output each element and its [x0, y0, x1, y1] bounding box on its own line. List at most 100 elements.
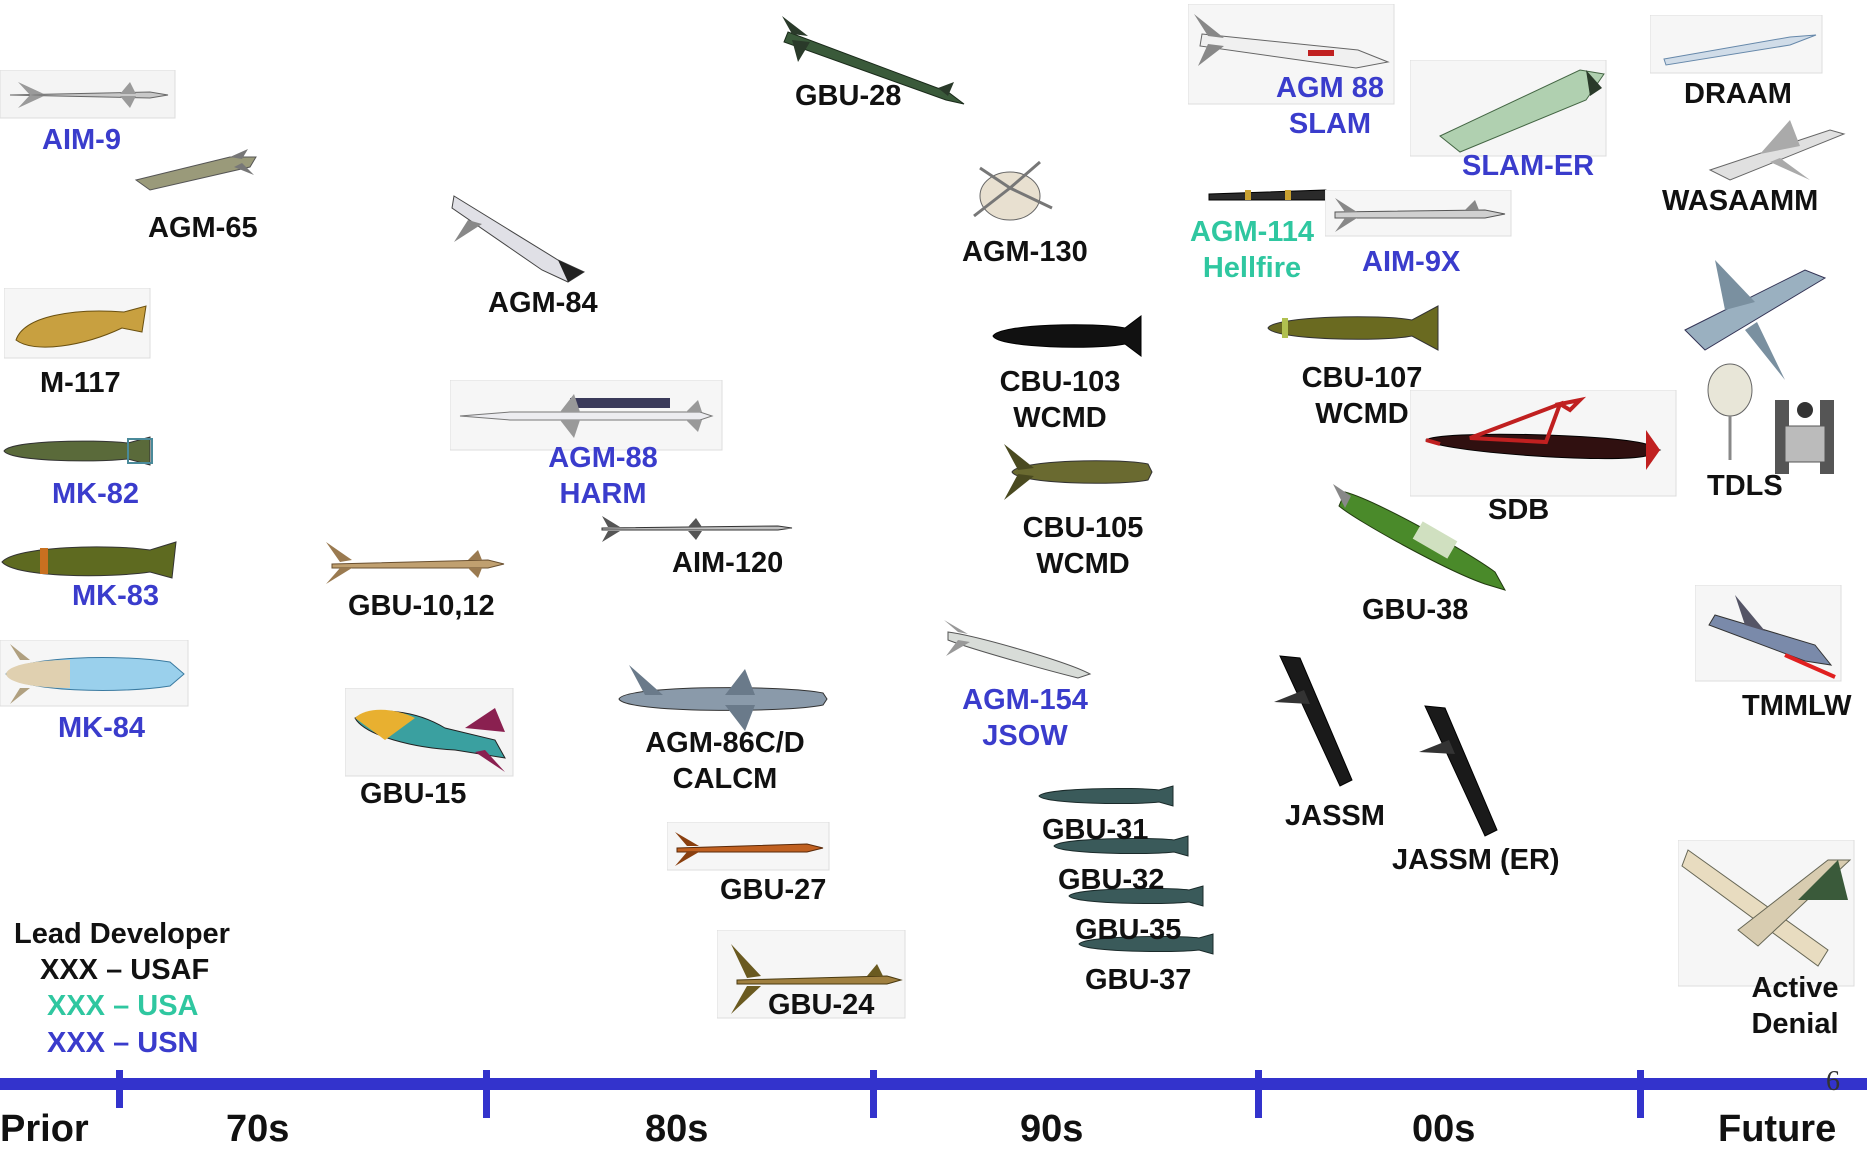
era-70s: 70s: [226, 1108, 289, 1151]
agm65-image: [130, 145, 260, 195]
label-m117: M-117: [40, 365, 121, 401]
weapon-label-line: HARM: [538, 476, 668, 512]
label-mk84: MK-84: [58, 710, 145, 746]
label-mk83: MK-83: [72, 578, 159, 614]
weapon-label-line: CBU-103: [985, 364, 1135, 400]
cbu103-image: [985, 308, 1145, 364]
label-tmmlw: TMMLW: [1742, 688, 1852, 724]
label-wasaamm: WASAAMM: [1662, 183, 1818, 219]
weapon-label-line: AGM-130: [962, 234, 1088, 270]
timeline-tick: [1637, 1070, 1644, 1118]
label-gbu28: GBU-28: [795, 78, 901, 114]
label-gbu27: GBU-27: [720, 872, 826, 908]
weapon-label-line: CBU-107: [1282, 360, 1442, 396]
label-sdb: SDB: [1488, 492, 1549, 528]
mk82-image: [0, 433, 155, 469]
aim120-image: [598, 510, 793, 546]
slamer-image: [1410, 60, 1610, 160]
aim9x-image: [1325, 190, 1515, 238]
weapon-label-line: MK-82: [52, 476, 139, 512]
weapon-label-line: GBU-28: [795, 78, 901, 114]
activedenial-image: [1678, 840, 1858, 990]
weapon-label-line: AGM-65: [148, 210, 258, 246]
weapon-label-line: GBU-27: [720, 872, 826, 908]
page-number: 6: [1826, 1066, 1840, 1098]
mk84-image: [0, 640, 190, 708]
agm114-image: [1205, 180, 1345, 210]
weapon-label-line: JASSM (ER): [1392, 842, 1560, 878]
label-gbu37: GBU-37: [1085, 962, 1191, 998]
weapon-label-line: WCMD: [985, 400, 1135, 436]
weapon-label-line: GBU-31: [1042, 812, 1148, 848]
label-tdls: TDLS: [1707, 468, 1783, 504]
weapon-label-line: GBU-32: [1058, 862, 1164, 898]
label-aim120: AIM-120: [672, 545, 783, 581]
m117-image: [4, 288, 152, 360]
label-agm114: AGM-114Hellfire: [1172, 214, 1332, 286]
weapon-label-line: SLAM-ER: [1462, 148, 1594, 184]
weapon-label-line: WASAAMM: [1662, 183, 1818, 219]
label-draam: DRAAM: [1684, 76, 1792, 112]
agm84-image: [448, 190, 588, 290]
weapon-label-line: CBU-105: [1008, 510, 1158, 546]
era-80s: 80s: [645, 1108, 708, 1151]
gbu1012-image: [318, 538, 508, 586]
weapon-label-line: GBU-35: [1075, 912, 1181, 948]
gbu38-image: [1325, 480, 1515, 600]
label-gbu32: GBU-32: [1058, 862, 1164, 898]
label-gbu15: GBU-15: [360, 776, 466, 812]
legend-usaf: XXX – USAF: [40, 954, 209, 987]
weapon-label-line: SDB: [1488, 492, 1549, 528]
weapon-label-line: JSOW: [950, 718, 1100, 754]
weapon-label-line: Active: [1735, 970, 1855, 1006]
weapon-label-line: JASSM: [1285, 798, 1385, 834]
agm154-image: [938, 612, 1098, 684]
timeline-tick: [116, 1070, 123, 1108]
gbu15-image: [345, 688, 515, 778]
tdls-image: [1665, 250, 1840, 490]
cbu105-image: [998, 438, 1158, 508]
weapon-label-line: TMMLW: [1742, 688, 1852, 724]
timeline-tick: [483, 1070, 490, 1118]
label-gbu1012: GBU-10,12: [348, 588, 495, 624]
gbu27-image: [667, 822, 832, 872]
label-gbu31: GBU-31: [1042, 812, 1148, 848]
label-agm130: AGM-130: [962, 234, 1088, 270]
weapon-label-line: AGM-154: [950, 682, 1100, 718]
weapon-label-line: Denial: [1735, 1006, 1855, 1042]
weapon-label-line: GBU-24: [768, 987, 874, 1023]
weapon-label-line: MK-83: [72, 578, 159, 614]
weapon-label-line: GBU-38: [1362, 592, 1468, 628]
weapon-label-line: AIM-120: [672, 545, 783, 581]
mk83-image: [0, 538, 180, 582]
label-aim9x: AIM-9X: [1362, 244, 1460, 280]
label-agm84: AGM-84: [488, 285, 598, 321]
legend-title: Lead Developer: [14, 918, 230, 951]
era-prior: Prior: [0, 1108, 89, 1151]
era-90s: 90s: [1020, 1108, 1083, 1151]
timeline-tick: [870, 1070, 877, 1118]
timeline-tick: [1255, 1070, 1262, 1118]
label-agm65: AGM-65: [148, 210, 258, 246]
weapon-label-line: AGM-88: [538, 440, 668, 476]
cbu107-image: [1262, 300, 1442, 356]
weapon-label-line: AGM 88: [1250, 70, 1410, 106]
timeline-bar: [0, 1078, 1867, 1090]
weapon-label-line: SLAM: [1250, 106, 1410, 142]
label-jassm: JASSM: [1285, 798, 1385, 834]
weapon-label-line: TDLS: [1707, 468, 1783, 504]
label-mk82: MK-82: [52, 476, 139, 512]
wasaamm-image: [1700, 110, 1850, 190]
weapon-label-line: AGM-86C/D: [630, 725, 820, 761]
legend-usn: XXX – USN: [47, 1027, 199, 1060]
label-gbu24: GBU-24: [768, 987, 874, 1023]
tmmlw-image: [1695, 585, 1845, 685]
weapon-label-line: M-117: [40, 365, 121, 401]
label-gbu35: GBU-35: [1075, 912, 1181, 948]
